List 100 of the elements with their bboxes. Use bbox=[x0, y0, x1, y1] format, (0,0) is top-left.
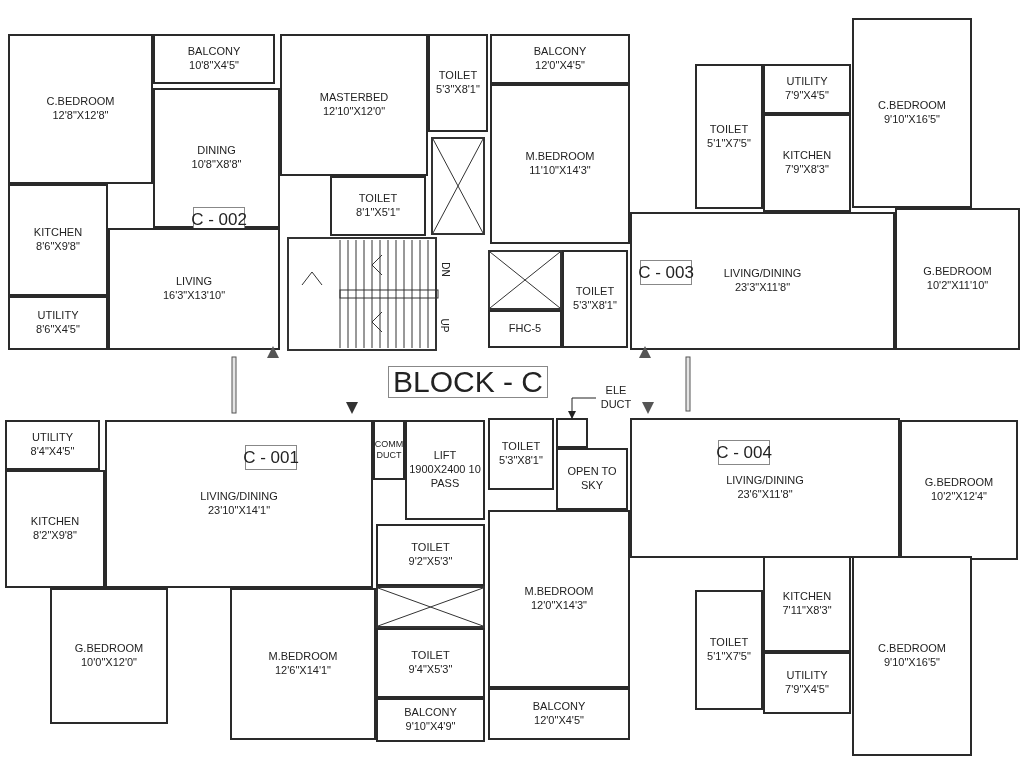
stair-direction-label: UP bbox=[438, 318, 452, 333]
room-dimension: 5'1"X7'5" bbox=[706, 650, 752, 664]
room-name: G.BEDROOM bbox=[922, 265, 993, 279]
room-outline bbox=[376, 524, 485, 586]
room-dimension: 9'2"X5'3" bbox=[407, 555, 454, 569]
room-outline bbox=[153, 34, 275, 84]
room-dimension: 12'6"X14'1" bbox=[273, 664, 333, 678]
room-name: C.BEDROOM bbox=[877, 99, 947, 113]
room-dimension: 16'3"X13'10" bbox=[161, 289, 227, 303]
room-name: LIFT 1900X2400 10 PASS bbox=[408, 449, 482, 491]
room-dimension: 7'11"X8'3" bbox=[781, 604, 833, 618]
room-outline bbox=[280, 34, 428, 176]
room-name: MASTERBED bbox=[318, 91, 390, 105]
room-name: TOILET bbox=[437, 69, 479, 83]
room-name: LIVING/DINING bbox=[725, 474, 805, 488]
room-name: BALCONY bbox=[403, 706, 458, 720]
room-name: KITCHEN bbox=[29, 515, 81, 529]
room-outline bbox=[562, 250, 628, 348]
room-outline bbox=[895, 208, 1020, 350]
room-outline bbox=[8, 296, 108, 350]
room-outline bbox=[763, 114, 851, 212]
room-outline bbox=[490, 84, 630, 244]
room-dimension: 12'10"X12'0" bbox=[321, 105, 387, 119]
room-dimension: 7'9"X8'3" bbox=[784, 163, 830, 177]
room-name: TOILET bbox=[708, 122, 750, 137]
room-outline bbox=[763, 652, 851, 714]
unit-number: C - 003 bbox=[637, 261, 695, 284]
room-outline bbox=[852, 18, 972, 208]
room-name: TOILET bbox=[500, 440, 542, 454]
room-dimension: 8'1"X5'1" bbox=[355, 206, 401, 220]
room-dimension: 5'3"X8'1" bbox=[572, 299, 618, 313]
room-name: LIVING/DINING bbox=[199, 490, 279, 504]
room-outline bbox=[488, 688, 630, 740]
room-dimension: 10'2"X11'10" bbox=[925, 279, 990, 293]
room-outline bbox=[376, 628, 485, 698]
room-dimension: 23'3"X11'8" bbox=[733, 281, 792, 295]
room-dimension: 8'4"X4'5" bbox=[29, 445, 76, 459]
room-name: UTILITY bbox=[36, 309, 80, 323]
room-name: BALCONY bbox=[186, 45, 242, 59]
room-outline bbox=[405, 420, 485, 520]
room-outline bbox=[428, 34, 488, 132]
room-name: UTILITY bbox=[785, 669, 829, 683]
room-name: BALCONY bbox=[532, 45, 588, 59]
room-dimension: 7'9"X4'5" bbox=[784, 683, 830, 697]
room-dimension: 23'10"X14'1" bbox=[206, 504, 272, 518]
room-outline bbox=[5, 470, 105, 588]
room-outline bbox=[630, 418, 900, 558]
room-dimension: 12'0"X14'3" bbox=[529, 599, 589, 613]
room-dimension: 12'8"X12'8" bbox=[51, 109, 110, 123]
room-dimension: 10'8"X4'5" bbox=[188, 59, 240, 73]
room-dimension: 12'0"X4'5" bbox=[533, 714, 585, 728]
duct-box bbox=[556, 418, 588, 448]
room-name: TOILET bbox=[574, 285, 616, 299]
room-dimension: 9'10"X4'9" bbox=[404, 720, 457, 734]
room-name: M.BEDROOM bbox=[267, 650, 339, 664]
room-outline bbox=[153, 88, 280, 228]
room-dimension: 23'6"X11'8" bbox=[736, 488, 794, 502]
room-outline bbox=[8, 34, 153, 184]
room-dimension: 10'2"X12'4" bbox=[929, 490, 989, 504]
room-outline bbox=[108, 228, 280, 350]
room-outline bbox=[8, 184, 108, 296]
room-dimension: 5'1"X7'5" bbox=[706, 136, 752, 151]
room-name: TOILET bbox=[410, 541, 451, 555]
unit-number: C - 002 bbox=[190, 208, 248, 231]
room-outline bbox=[763, 556, 851, 652]
room-name: UTILITY bbox=[31, 431, 74, 445]
room-dimension: 9'10"X16'5" bbox=[882, 113, 942, 127]
stair-direction-label: DN bbox=[438, 262, 452, 277]
room-name: OPEN TO SKY bbox=[566, 465, 618, 493]
block-title: BLOCK - C bbox=[388, 366, 549, 398]
room-outline bbox=[376, 698, 485, 742]
room-dimension: 9'10"X16'5" bbox=[882, 656, 942, 670]
room-name: M.BEDROOM bbox=[523, 585, 595, 599]
room-dimension: 7'9"X4'5" bbox=[784, 89, 830, 103]
unit-number: C - 001 bbox=[242, 446, 300, 469]
room-outline bbox=[695, 64, 763, 209]
room-name: C.BEDROOM bbox=[877, 642, 947, 656]
room-name: DINING bbox=[196, 144, 237, 158]
room-name: G.BEDROOM bbox=[923, 476, 995, 490]
room-outline bbox=[490, 34, 630, 84]
room-dimension: 10'8"X8'8" bbox=[190, 158, 243, 172]
room-dimension: 8'6"X9'8" bbox=[35, 240, 81, 254]
room-outline bbox=[105, 420, 373, 588]
room-dimension: 5'3"X8'1" bbox=[435, 83, 481, 97]
room-name: KITCHEN bbox=[781, 149, 833, 163]
room-name: FHC-5 bbox=[507, 322, 543, 336]
room-dimension: 5'3"X8'1" bbox=[498, 454, 544, 468]
room-name: G.BEDROOM bbox=[73, 642, 145, 656]
room-outline bbox=[488, 310, 562, 348]
room-dimension: 11'10"X14'3" bbox=[528, 164, 592, 178]
leader-line bbox=[568, 397, 597, 419]
room-outline bbox=[630, 212, 895, 350]
room-outline bbox=[852, 556, 972, 756]
room-dimension: 8'6"X4'5" bbox=[35, 323, 81, 337]
room-name: TOILET bbox=[708, 636, 750, 650]
room-outline bbox=[556, 448, 628, 510]
room-name: KITCHEN bbox=[32, 226, 84, 240]
unit-number: C - 004 bbox=[715, 441, 773, 464]
room-name: TOILET bbox=[357, 192, 399, 206]
room-name: C.BEDROOM bbox=[45, 95, 116, 109]
